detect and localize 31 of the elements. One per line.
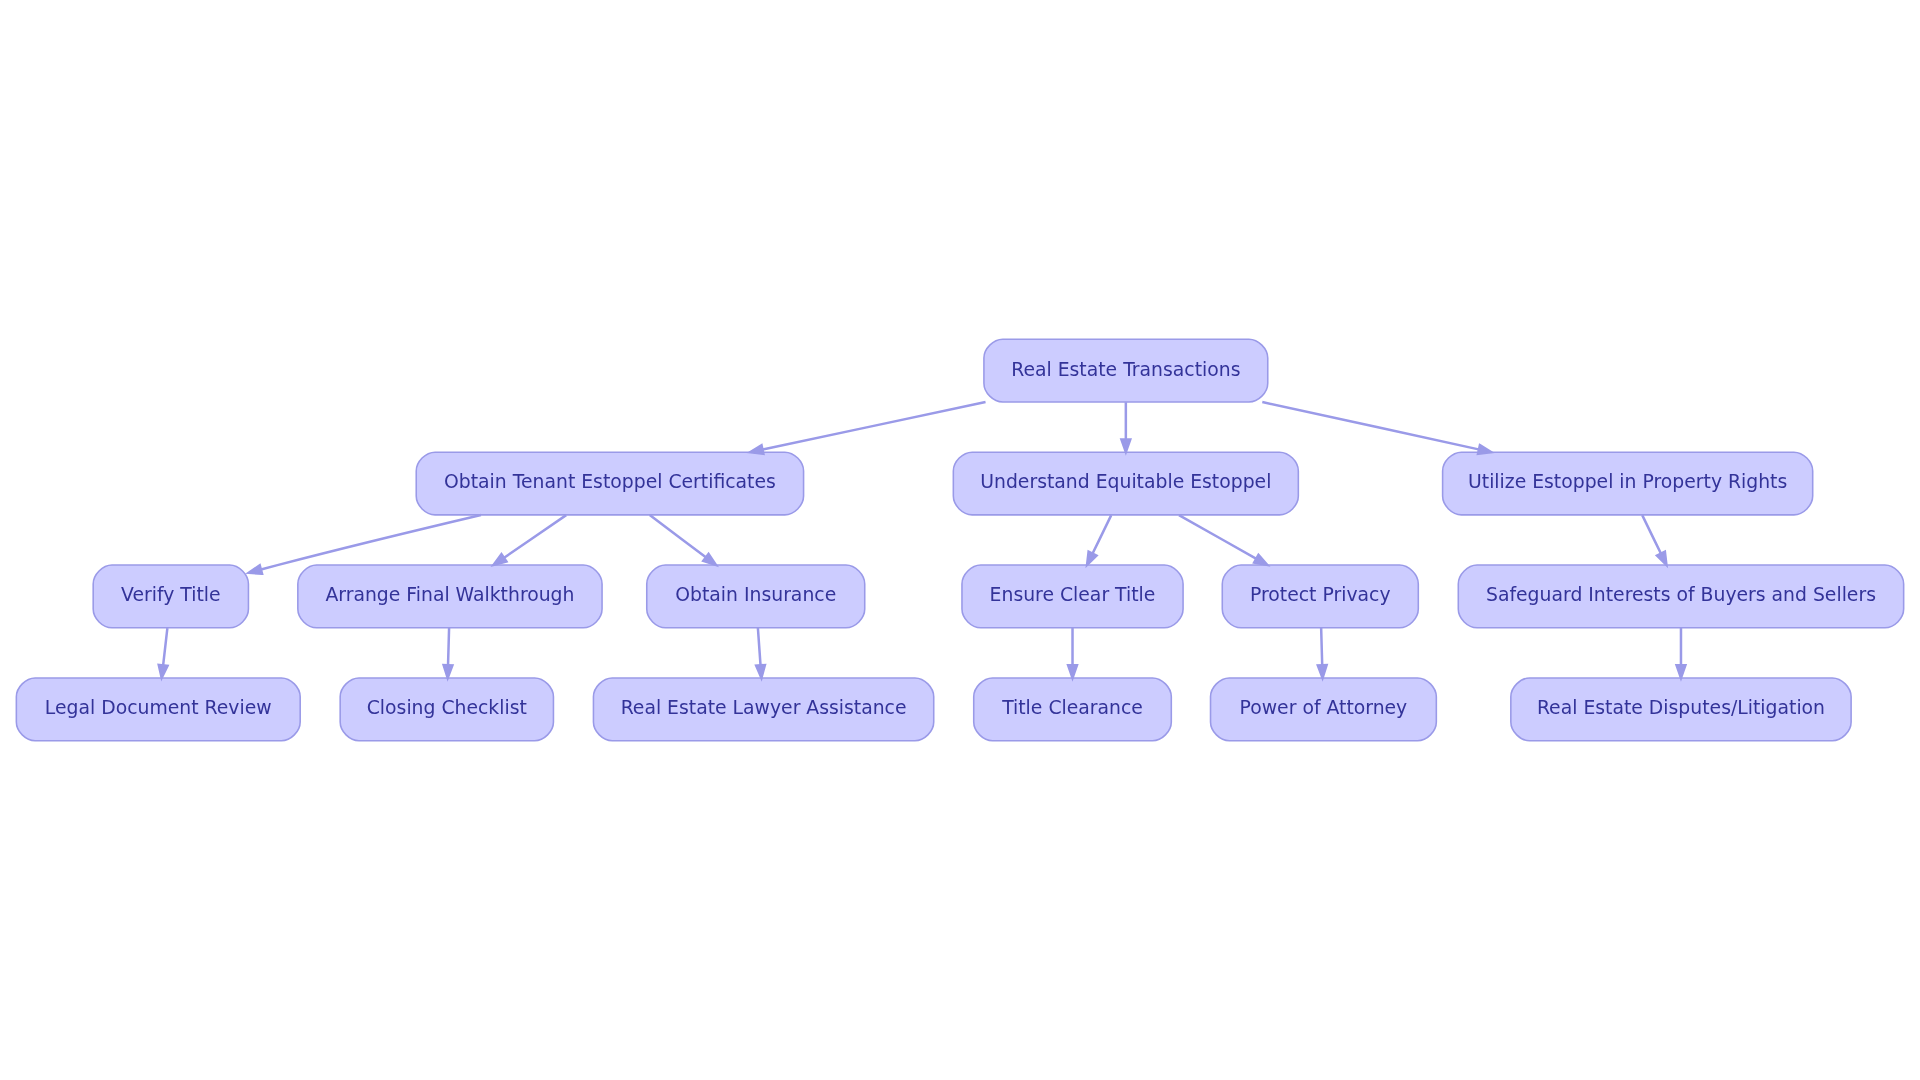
node-box: Closing Checklist xyxy=(339,677,555,742)
node-box: Safeguard Interests of Buyers and Sellers xyxy=(1457,564,1905,629)
node-box: Real Estate Lawyer Assistance xyxy=(592,677,935,742)
node-box: Obtain Tenant Estoppel Certificates xyxy=(415,451,805,516)
arrow xyxy=(1178,514,1271,567)
arrow xyxy=(649,514,719,568)
node-box: Title Clearance xyxy=(972,677,1173,742)
arrow xyxy=(1674,628,1688,682)
node-box: Utilize Estoppel in Property Rights xyxy=(1441,451,1814,516)
node-box: Real Estate Disputes/Litigation xyxy=(1510,677,1852,742)
arrow xyxy=(245,513,482,576)
arrow xyxy=(1316,628,1329,682)
arrow xyxy=(1119,402,1132,456)
arrow xyxy=(746,400,986,456)
arrow xyxy=(754,627,767,682)
arrow xyxy=(441,628,455,682)
node-box: Obtain Insurance xyxy=(645,564,866,629)
arrow xyxy=(1641,514,1669,569)
node-box: Real Estate Transactions xyxy=(983,338,1269,403)
node-box: Understand Equitable Estoppel xyxy=(952,451,1300,516)
arrow xyxy=(1262,400,1495,456)
arrow xyxy=(490,514,567,568)
node-box: Ensure Clear Title xyxy=(961,564,1184,629)
node-box: Arrange Final Walkthrough xyxy=(297,564,603,629)
node-box: Legal Document Review xyxy=(15,677,301,742)
arrow xyxy=(1085,514,1113,569)
node-box: Verify Title xyxy=(92,564,250,629)
arrow xyxy=(157,627,170,682)
node-box: Protect Privacy xyxy=(1221,564,1420,629)
node-box: Power of Attorney xyxy=(1209,677,1438,742)
arrow xyxy=(1066,628,1079,682)
